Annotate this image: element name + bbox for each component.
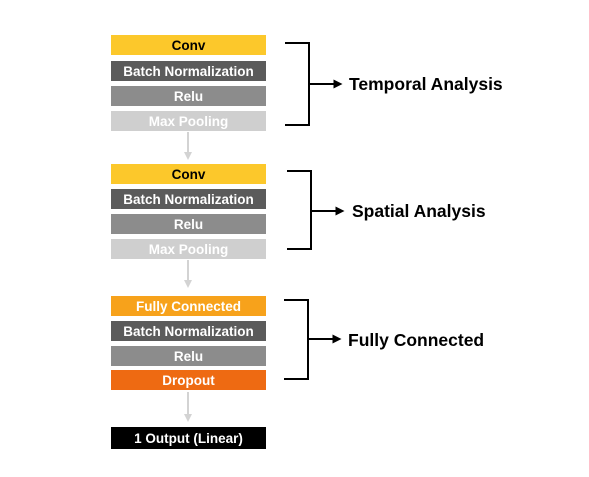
block1-conv-layer: Conv [111, 35, 266, 55]
block2-relu-layer: Relu [111, 214, 266, 234]
block1-label: Temporal Analysis [349, 74, 503, 94]
block2-maxpool-layer: Max Pooling [111, 239, 266, 259]
bracket-temporal [285, 42, 343, 126]
bracket-spatial [287, 170, 345, 250]
block2-conv-layer: Conv [111, 164, 266, 184]
block1-relu-layer: Relu [111, 86, 266, 106]
output-layer: 1 Output (Linear) [111, 427, 266, 449]
block1-batchnorm-layer: Batch Normalization [111, 61, 266, 81]
block2-label: Spatial Analysis [352, 201, 486, 221]
bracket-fully-connected [284, 299, 342, 380]
block3-label: Fully Connected [348, 330, 485, 350]
block1-maxpool-layer: Max Pooling [111, 111, 266, 131]
block3-dropout-layer: Dropout [111, 370, 266, 390]
block2-batchnorm-layer: Batch Normalization [111, 189, 266, 209]
block3-fully-connected-layer: Fully Connected [111, 296, 266, 316]
block3-relu-layer: Relu [111, 346, 266, 366]
block3-batchnorm-layer: Batch Normalization [111, 321, 266, 341]
